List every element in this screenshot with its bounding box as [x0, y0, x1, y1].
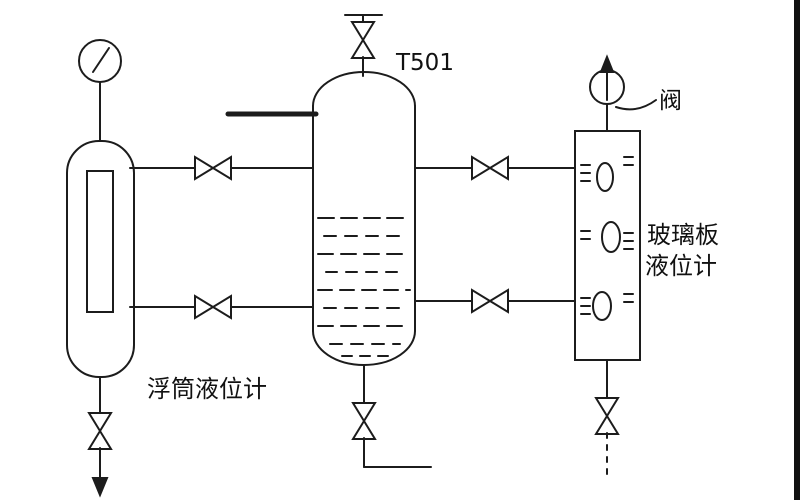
label-leader-line — [615, 99, 657, 111]
pressure-gauge-needle — [92, 47, 110, 73]
diagram-linework — [66, 14, 657, 498]
vessel-tag-label: T501 — [395, 50, 454, 76]
glass-plate-level-gauge — [574, 54, 657, 479]
liquid-level-dashes — [317, 217, 411, 357]
float-gauge-inner-tube — [86, 170, 114, 313]
diagram-labels: T501 阀 玻璃板 液位计 浮筒液位计 — [147, 50, 719, 403]
glass-gauge-bubbles — [592, 162, 621, 321]
vessel-top-head — [312, 71, 416, 107]
image-right-edge-line — [794, 0, 800, 500]
glass-gauge-label-line1: 玻璃板 — [647, 221, 719, 249]
float-gauge-label: 浮筒液位计 — [147, 375, 267, 403]
connecting-pipes — [129, 156, 576, 319]
top-gauge-arrow-icon — [599, 54, 615, 73]
drain-arrow-icon — [91, 477, 109, 498]
glass-gauge-hatching — [580, 156, 634, 315]
glass-gauge-label-line2: 液位计 — [645, 252, 717, 280]
top-right-label: 阀 — [659, 88, 682, 114]
vessel-T501 — [225, 14, 432, 468]
float-level-gauge — [66, 39, 135, 498]
